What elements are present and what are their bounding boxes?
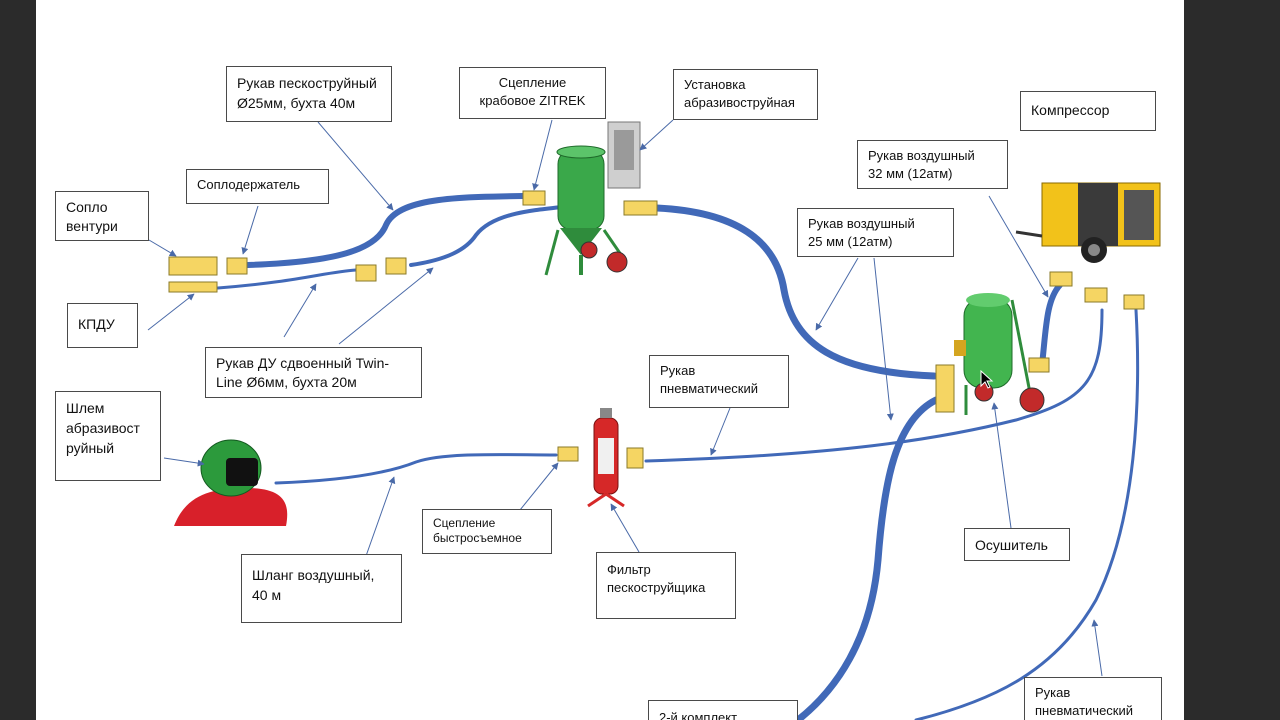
arrow-air-hose-40 xyxy=(365,476,396,557)
compressor-outlet-2 xyxy=(1084,287,1108,303)
arrow-blast-unit xyxy=(639,119,674,151)
label-sandblast-hose: Рукав пескоструйный Ø25мм, бухта 40м xyxy=(226,66,392,122)
arrow-dryer xyxy=(991,402,1012,529)
label-nozzle-holder: Соплодержатель xyxy=(186,169,329,204)
arrow-nozzle-holder xyxy=(241,205,259,255)
label-pneumatic-hose-1: Рукав пневматический xyxy=(649,355,789,408)
arrow-quick-coupling xyxy=(519,462,559,511)
arrow-filter xyxy=(610,503,640,553)
label-dryer: Осушитель xyxy=(964,528,1070,561)
label-pneumatic-hose-2: Рукав пневматический xyxy=(1024,677,1162,720)
pneumatic-hose-2-line xyxy=(914,308,1140,720)
arrow-twinline-b xyxy=(338,267,434,345)
helmet-image xyxy=(174,439,288,526)
arrow-crab-coupling xyxy=(532,119,553,191)
second-set-air-hose-line xyxy=(794,396,940,720)
nozzle-holder-connector xyxy=(226,257,248,275)
arrow-venturi-nozzle xyxy=(148,239,177,257)
compressor-outlet-1 xyxy=(1049,271,1073,287)
dryer-image xyxy=(954,293,1045,415)
twinline-hose-upper xyxy=(409,204,573,267)
arrow-air-hose-25-b xyxy=(873,257,894,421)
sandblast-hose-line xyxy=(245,193,526,268)
twinline-connector-2 xyxy=(385,257,407,275)
venturi-nozzle-connector xyxy=(168,256,218,276)
kpdu-connector xyxy=(168,281,218,293)
label-blast-unit: Установка абразивоструйная xyxy=(673,69,818,120)
twinline-hose-lower xyxy=(216,268,358,290)
arrow-sandblast-hose xyxy=(317,121,394,211)
twinline-connector-1 xyxy=(355,264,377,282)
label-twinline-hose: Рукав ДУ сдвоенный Twin- Line Ø6мм, бухт… xyxy=(205,347,422,398)
label-second-set: 2-й комплект xyxy=(648,700,798,720)
compressor-outlet-3 xyxy=(1123,294,1145,310)
air-hose-25-line xyxy=(653,204,938,380)
label-air-hose-32: Рукав воздушный 32 мм (12атм) xyxy=(857,140,1008,189)
arrow-pneumatic-hose-2 xyxy=(1091,619,1103,677)
air-hose-40-line xyxy=(274,453,558,485)
label-air-hose-40: Шланг воздушный, 40 м xyxy=(241,554,402,623)
label-quick-coupling: Сцепление быстросъемное xyxy=(422,509,552,554)
label-venturi-nozzle: Сопло вентури xyxy=(55,191,149,241)
arrow-twinline-a xyxy=(283,283,317,338)
crab-coupling-connector xyxy=(522,190,546,206)
arrow-pneumatic-hose-1 xyxy=(710,407,731,456)
quick-coupling-connector xyxy=(557,446,579,462)
blast-unit-air-connector xyxy=(623,200,658,216)
blast-unit-image xyxy=(544,121,641,276)
diagram-canvas: Рукав пескоструйный Ø25мм, бухта 40м Сце… xyxy=(36,0,1184,720)
dryer-outlet-connector xyxy=(1028,357,1050,373)
label-crab-coupling: Сцепление крабовое ZITREK xyxy=(459,67,606,119)
label-compressor: Компрессор xyxy=(1020,91,1156,131)
arrow-air-hose-25-a xyxy=(815,257,859,331)
label-helmet: Шлем абразивост руйный xyxy=(55,391,161,481)
pneumatic-hose-1-line xyxy=(644,308,1104,463)
arrow-air-hose-32 xyxy=(988,195,1049,298)
filter-connector xyxy=(626,447,644,469)
label-air-hose-25: Рукав воздушный 25 мм (12атм) xyxy=(797,208,954,257)
dryer-inlet-connector xyxy=(935,364,955,413)
air-hose-32-line xyxy=(1039,282,1063,368)
compressor-image xyxy=(1015,182,1161,263)
arrow-helmet xyxy=(163,457,205,467)
mouse-cursor-icon xyxy=(980,370,994,389)
filter-image xyxy=(587,408,625,508)
label-filter: Фильтр пескоструйщика xyxy=(596,552,736,619)
label-kpdu: КПДУ xyxy=(67,303,138,348)
arrow-kpdu xyxy=(147,293,195,331)
equipment-diagram xyxy=(147,119,1161,720)
